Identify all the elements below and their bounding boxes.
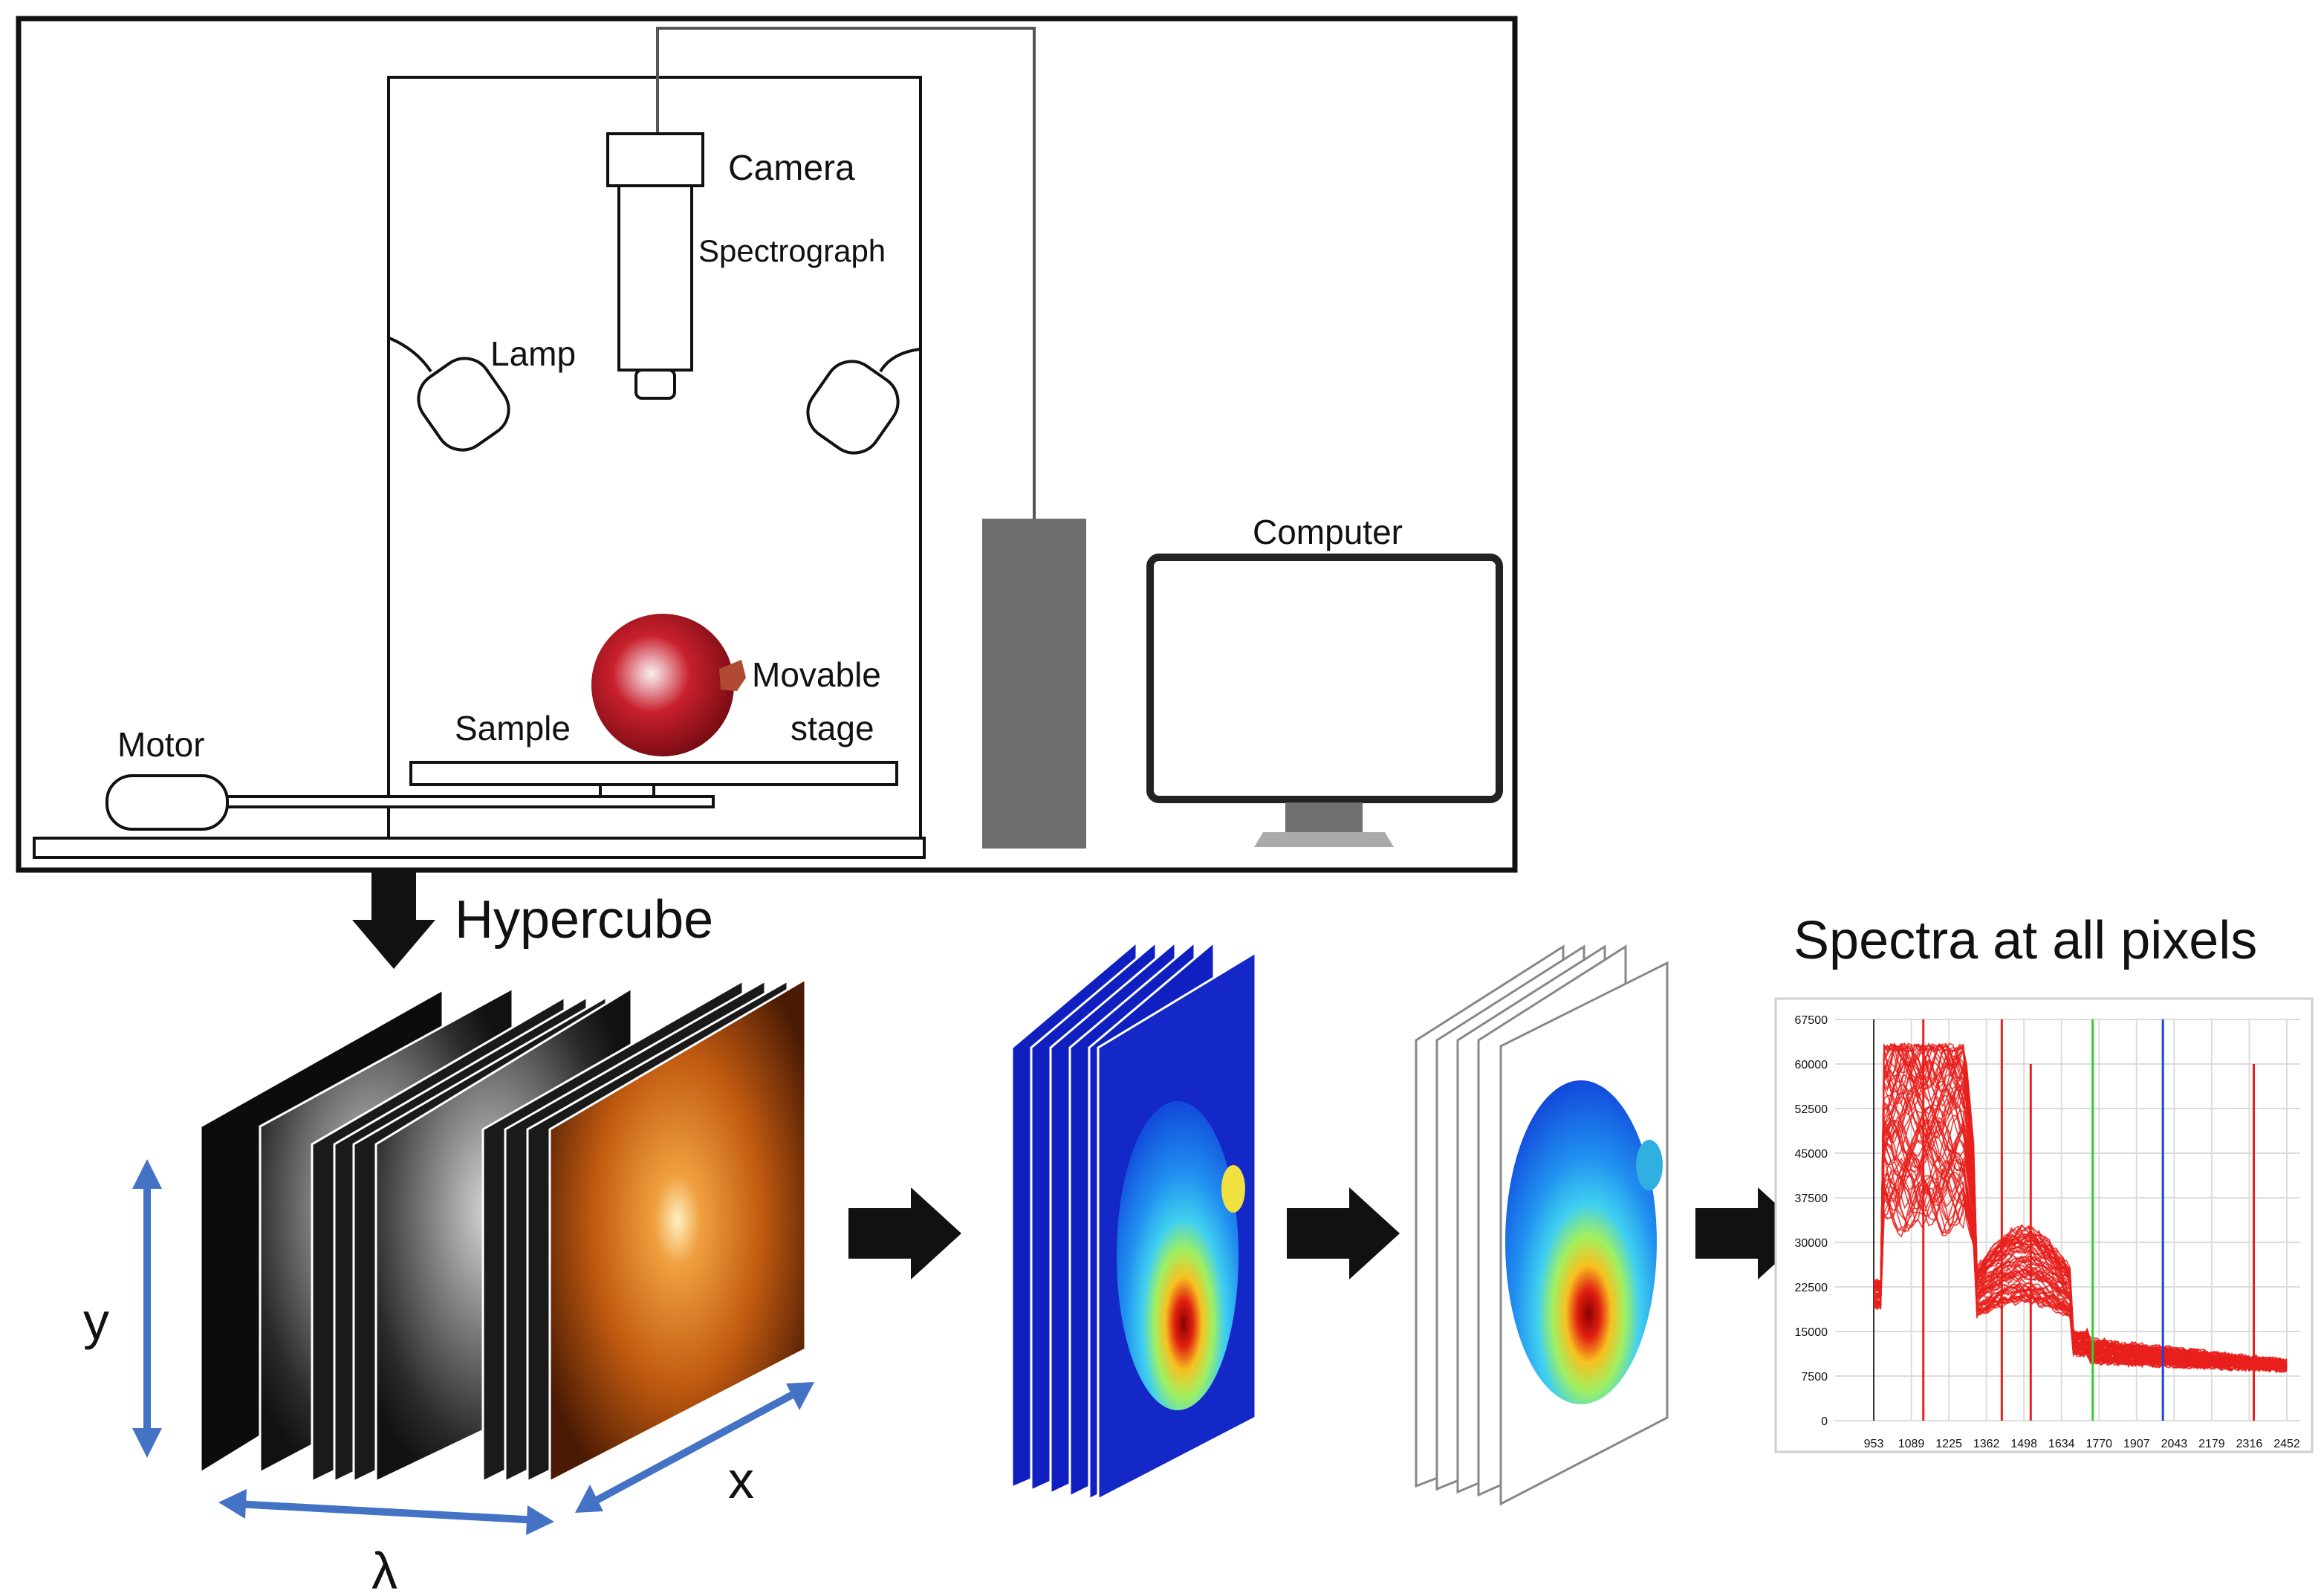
lamp-left-arm: [389, 337, 432, 373]
y-arrow-head-bottom: [132, 1428, 162, 1458]
heatmap-crown: [1221, 1165, 1245, 1213]
hypercube-axes: [132, 1159, 814, 1535]
monitor-neck: [1285, 802, 1363, 832]
spectrum-line: [1873, 1119, 2288, 1371]
x-tick-label: 1634: [2048, 1438, 2075, 1450]
drive-rod: [221, 795, 715, 808]
motor-label: Motor: [117, 725, 205, 764]
lamp-left: [389, 337, 510, 452]
lambda-arrow-head-left: [218, 1489, 247, 1519]
x-tick-label: 953: [1864, 1438, 1884, 1450]
base-plate: [33, 837, 926, 859]
pomegranate-crown: [719, 660, 746, 691]
axis-x-label: x: [728, 1451, 754, 1509]
lambda-arrow-head-right: [526, 1505, 554, 1535]
camera-cable: [656, 27, 1036, 519]
movable-stage: [409, 761, 898, 786]
spectra-plot: 67500 60000 52500 45000 37500 30000 22500 15000…: [1774, 997, 2314, 1453]
y-tick-label: 45000: [1795, 1148, 1828, 1161]
lamp-right-arm: [879, 348, 921, 373]
movable-label-line2: stage: [791, 709, 874, 747]
monitor-foot: [1254, 832, 1394, 847]
x-tick-labels: 953 1089 1225 1362 1498 1634 1770 1907 2043 2179 2…: [1864, 1438, 2300, 1450]
spectrograph-body: [617, 184, 693, 372]
x-tick-label: 1498: [2010, 1438, 2037, 1450]
spectrum-line: [1873, 1175, 2288, 1372]
axis-y-label: y: [83, 1292, 109, 1350]
pomegranate-fruit: [591, 614, 734, 756]
y-tick-labels: 67500 60000 52500 45000 37500 30000 22500 15000…: [1795, 1014, 1828, 1428]
x-tick-label: 2179: [2198, 1438, 2225, 1450]
x-axis-arrow: [588, 1387, 802, 1508]
process-arrow-1: [848, 1187, 961, 1279]
lambda-axis-arrow: [236, 1500, 539, 1524]
segmented-fruit: [1505, 1080, 1657, 1404]
hypercube-stack: [199, 977, 807, 1484]
computer-monitor: [1146, 554, 1503, 847]
lamp-right-head: [806, 360, 900, 455]
lamp-right: [806, 348, 921, 455]
y-tick-label: 15000: [1795, 1326, 1828, 1339]
plot-spectra: [1873, 1042, 2288, 1374]
y-tick-label: 30000: [1795, 1237, 1828, 1250]
x-tick-label: 2452: [2273, 1438, 2300, 1450]
y-tick-label: 52500: [1795, 1103, 1828, 1116]
plot-gridlines: [1835, 1019, 2300, 1421]
computer-label: Computer: [1253, 513, 1403, 551]
spectrum-line: [1873, 1116, 2288, 1367]
y-tick-label: 0: [1821, 1415, 1828, 1428]
monitor-screen: [1146, 554, 1503, 803]
spectrum-line: [1873, 1060, 2288, 1366]
controller-tower: [982, 519, 1086, 849]
x-tick-label: 1770: [2085, 1438, 2112, 1450]
spectrum-line: [1873, 1172, 2288, 1372]
imaging-setup: Camera Spectrograph Lamp Movable stage S…: [16, 16, 1518, 873]
spectra-title: Spectra at all pixels: [1794, 911, 2257, 970]
axis-lambda-label: λ: [371, 1542, 397, 1596]
x-tick-label: 2043: [2161, 1438, 2188, 1450]
spectrograph-label: Spectrograph: [698, 233, 886, 268]
x-tick-label: 1362: [1973, 1438, 2000, 1450]
spectrum-line: [1873, 1042, 2288, 1365]
y-tick-label: 60000: [1795, 1059, 1828, 1071]
x-tick-label: 1225: [1935, 1438, 1962, 1450]
y-arrow-head-top: [132, 1159, 162, 1189]
heatmap-stack: [1010, 939, 1257, 1502]
camera-lens: [634, 369, 676, 400]
hypercube-label: Hypercube: [455, 890, 713, 950]
motor-body: [106, 774, 229, 831]
y-tick-label: 37500: [1795, 1193, 1828, 1205]
sample-label: Sample: [455, 709, 571, 747]
heatmap-fruit: [1117, 1101, 1239, 1410]
x-tick-label: 2316: [2236, 1438, 2263, 1450]
y-tick-label: 67500: [1795, 1014, 1828, 1027]
plot-markers: [1922, 1019, 2256, 1421]
y-tick-label: 22500: [1795, 1282, 1828, 1294]
lamp-left-head: [417, 357, 510, 452]
x-tick-label: 1089: [1898, 1438, 1925, 1450]
y-tick-label: 7500: [1801, 1371, 1828, 1383]
setup-frame: [16, 16, 1518, 873]
x-arrow-head-right: [786, 1382, 814, 1410]
lamp-label: Lamp: [490, 334, 576, 373]
x-arrow-head-left: [575, 1485, 603, 1513]
movable-label-line1: Movable: [752, 655, 881, 694]
segmented-stack: [1415, 944, 1669, 1506]
band-image-color: [548, 977, 807, 1484]
process-arrow-2: [1287, 1187, 1400, 1279]
camera-body: [606, 132, 704, 187]
down-arrow: [352, 872, 435, 969]
plot-background: [1774, 997, 2314, 1453]
camera-label: Camera: [728, 149, 855, 188]
segmented-crown: [1636, 1140, 1663, 1190]
pomegranate-sample: [591, 614, 746, 756]
x-tick-label: 1907: [2123, 1438, 2150, 1450]
